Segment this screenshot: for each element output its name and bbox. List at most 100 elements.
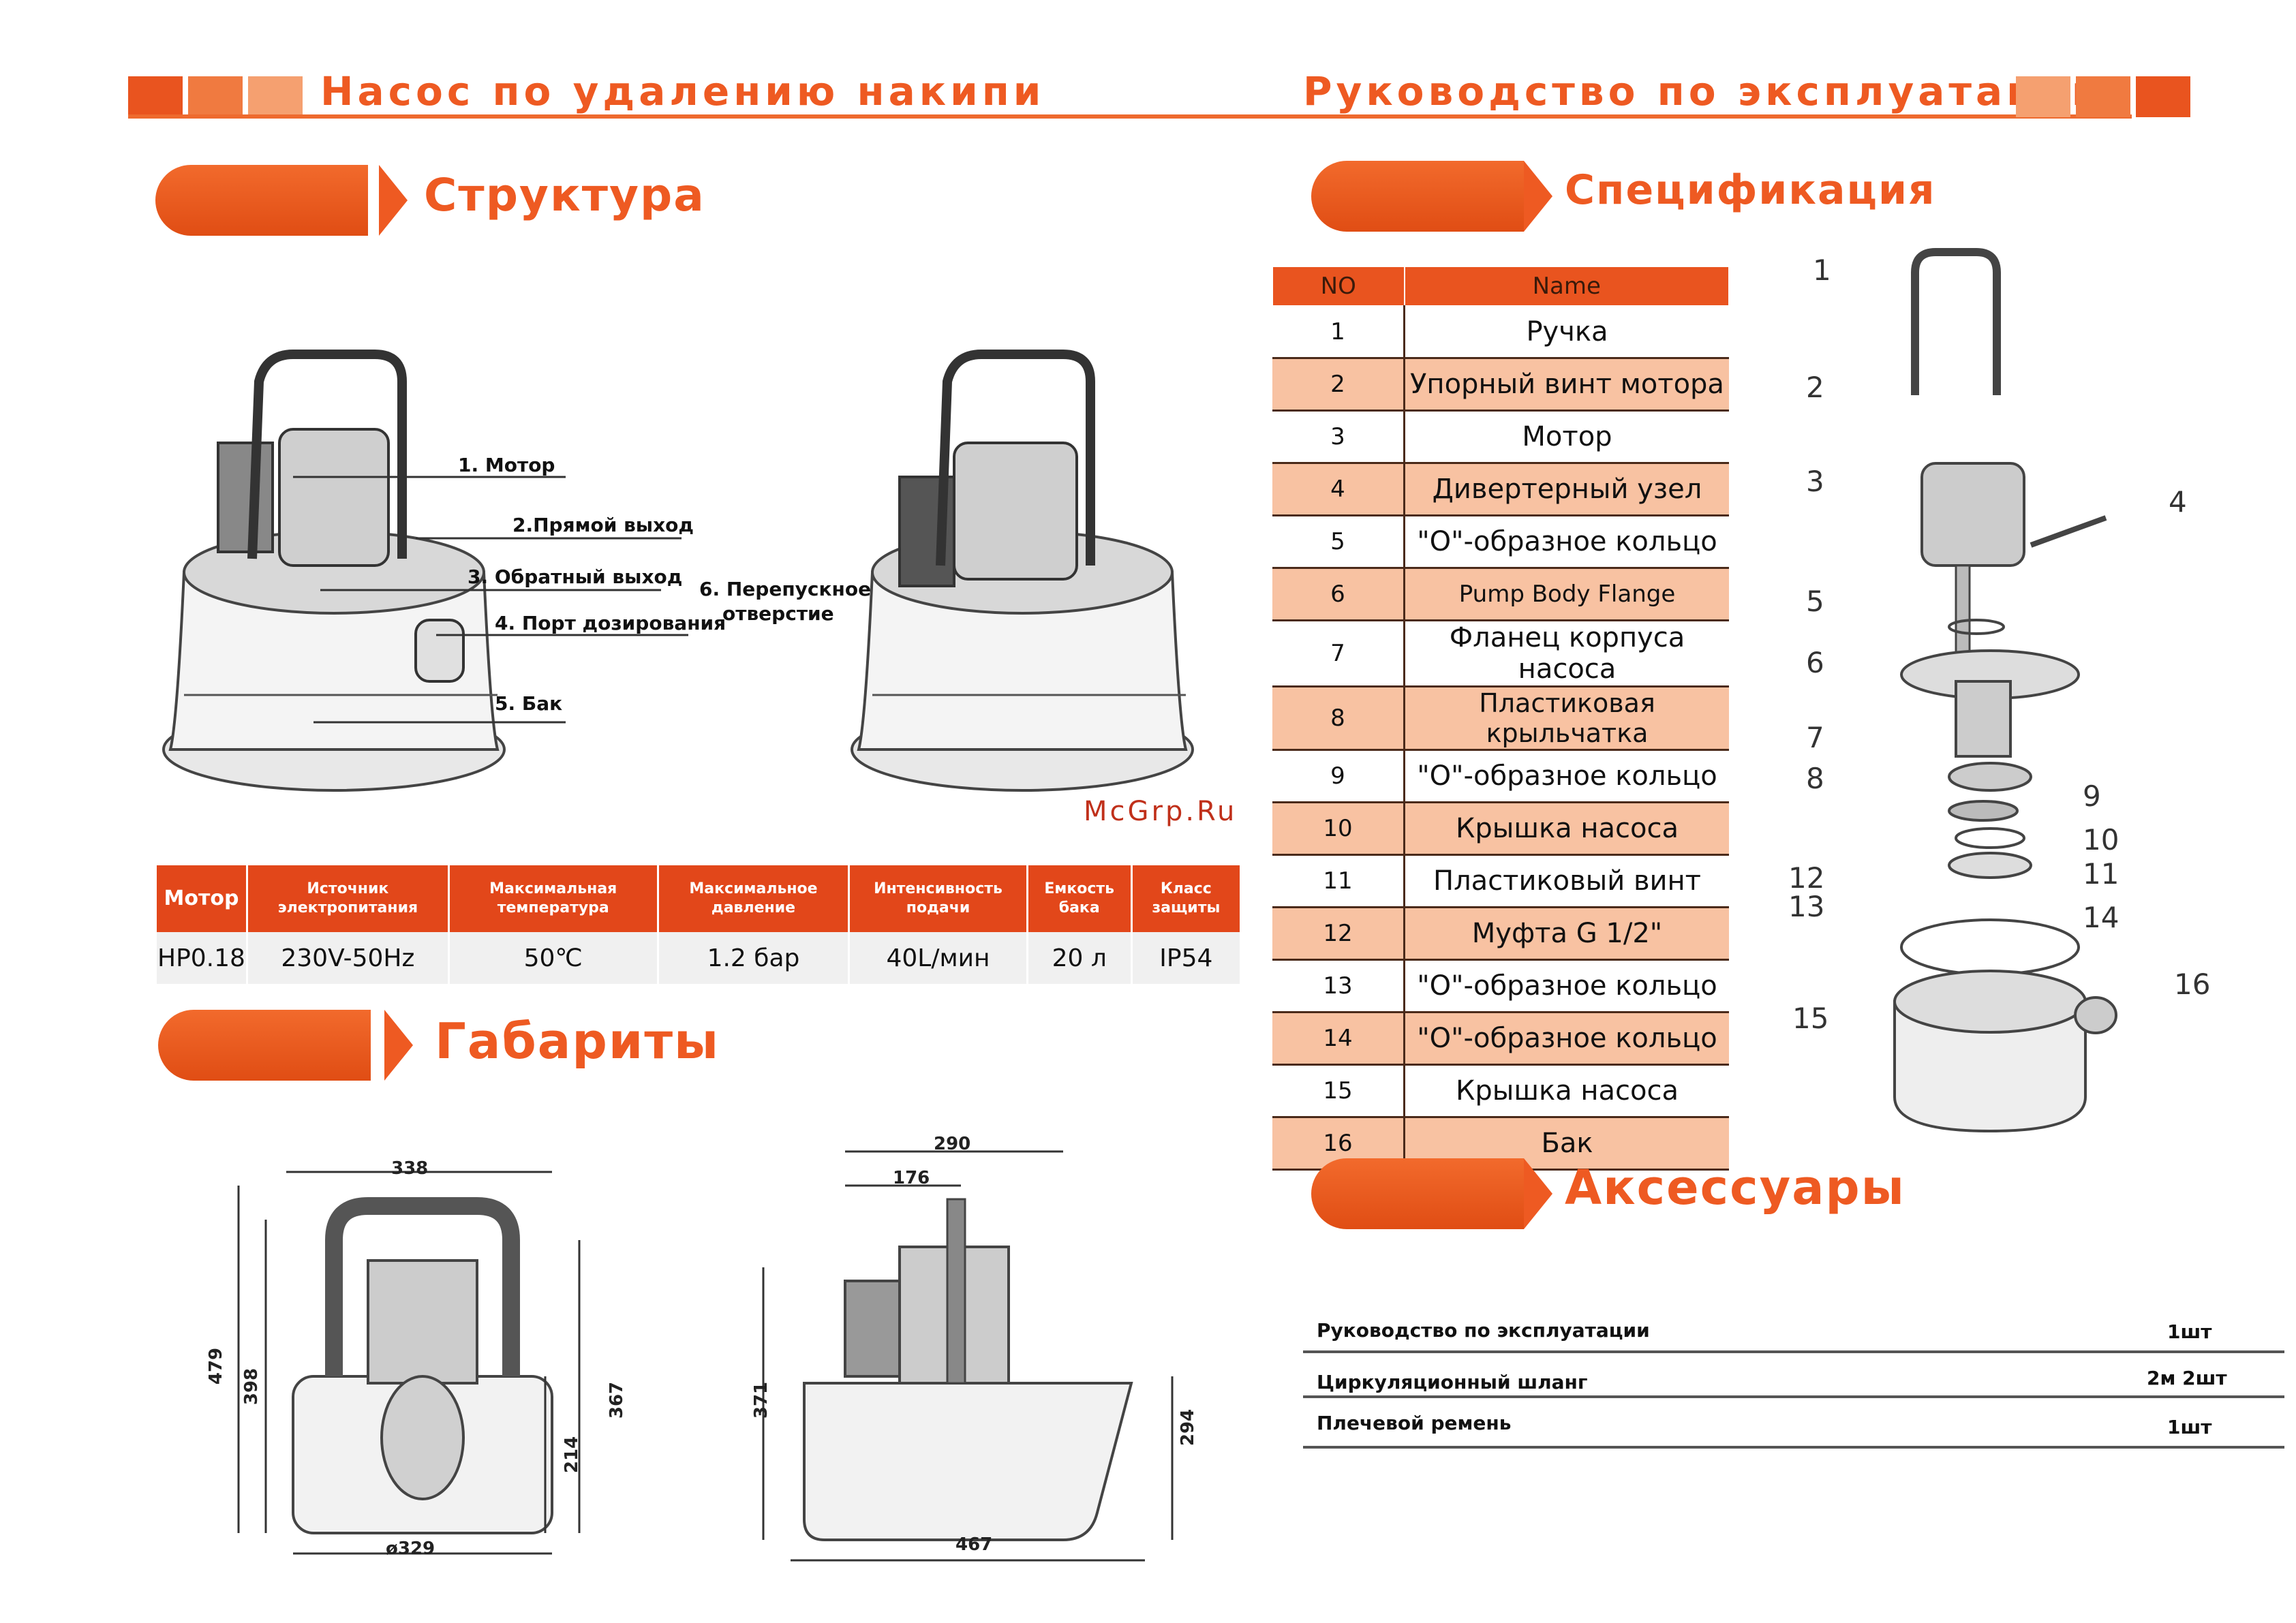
accessory-qty: 1шт	[2167, 1416, 2212, 1438]
exploded-number: 14	[2083, 901, 2119, 934]
dim-side-height-1: 371	[751, 1381, 772, 1419]
param-value: 40L/мин	[848, 932, 1028, 984]
spec-name: Пластиковая крыльчатка	[1404, 686, 1729, 751]
spec-header-row: NO Name	[1272, 266, 1730, 307]
param-header: Емкость бака	[1027, 865, 1133, 932]
table-row: 9"О"-образное кольцо	[1272, 749, 1729, 803]
accessory-divider	[1303, 1350, 2284, 1353]
spec-name: Фланец корпуса насоса	[1404, 620, 1729, 687]
spec-no: 14	[1272, 1012, 1405, 1066]
pump-illustration-back	[851, 350, 1194, 792]
spec-name: Пластиковый винт	[1404, 854, 1729, 908]
spec-name: Дивертерный узел	[1404, 463, 1729, 516]
structure-leader-lines	[293, 476, 688, 724]
spec-no: 4	[1272, 463, 1405, 516]
pump-illustration-front	[162, 350, 506, 792]
section-pill	[1311, 161, 1524, 232]
exploded-number: 15	[1792, 1002, 1829, 1035]
spec-name: Pump Body Flange	[1404, 568, 1729, 621]
spec-name: Муфта G 1/2"	[1404, 907, 1729, 961]
dim-side-width-top: 290	[934, 1134, 971, 1154]
exploded-number: 6	[1806, 646, 1824, 679]
section-pill	[155, 165, 368, 236]
param-value: 50℃	[448, 932, 659, 984]
param-value: IP54	[1131, 932, 1242, 984]
exploded-number: 13	[1788, 890, 1825, 923]
accessory-name: Плечевой ремень	[1317, 1412, 1512, 1434]
exploded-number: 4	[2169, 485, 2187, 519]
spec-no: 12	[1272, 907, 1405, 961]
spec-no: 11	[1272, 854, 1405, 908]
spec-no: 10	[1272, 802, 1405, 856]
header-deco-square	[2016, 76, 2070, 117]
spec-no: 13	[1272, 959, 1405, 1013]
exploded-number: 10	[2083, 823, 2119, 856]
param-header: Максимальная температура	[448, 865, 659, 932]
dim-front-height-2: 398	[241, 1367, 262, 1406]
spec-name: "О"-образное кольцо	[1404, 1012, 1729, 1066]
accessory-qty: 1шт	[2167, 1320, 2212, 1343]
exploded-number: 8	[1806, 762, 1824, 795]
header-deco-square	[248, 76, 303, 117]
spec-name: "О"-образное кольцо	[1404, 749, 1729, 803]
spec-no: 8	[1272, 686, 1405, 751]
header-deco-square	[2136, 76, 2190, 117]
accessory-name: Руководство по эксплуатации	[1317, 1319, 1650, 1342]
structure-label-return-outlet: 3. Обратный выход	[468, 566, 683, 588]
param-header: Мотор	[157, 865, 248, 932]
spec-name: Упорный винт мотора	[1404, 358, 1729, 412]
header-deco-square	[128, 76, 183, 117]
dimension-drawing-side	[762, 1150, 1174, 1562]
exploded-number: 9	[2083, 779, 2101, 813]
spec-name: "О"-образное кольцо	[1404, 959, 1729, 1013]
header-right-title: Руководство по эксплуатации	[1303, 68, 2104, 114]
exploded-number: 2	[1806, 371, 1824, 404]
param-header: Класс защиты	[1131, 865, 1242, 932]
structure-label-motor: 1. Мотор	[458, 454, 555, 476]
dimension-drawing-front	[237, 1171, 581, 1555]
header-line	[128, 114, 2132, 119]
spec-name: Крышка насоса	[1404, 1064, 1729, 1118]
spec-name: Ручка	[1404, 306, 1729, 359]
section-pill	[158, 1010, 371, 1081]
structure-label-bypass: 6. Перепускное	[699, 578, 872, 600]
section-title-specification: Спецификация	[1565, 166, 1936, 214]
table-row: 14"О"-образное кольцо	[1272, 1012, 1729, 1066]
param-header: Источник электропитания	[247, 865, 450, 932]
section-title-structure: Структура	[424, 169, 705, 221]
param-value: 1.2 бар	[658, 932, 851, 984]
dim-front-height-3: 367	[607, 1381, 628, 1419]
dim-side-width-bottom: 467	[955, 1534, 993, 1555]
accessory-divider	[1303, 1446, 2284, 1449]
param-header: Максимальное давление	[658, 865, 851, 932]
header-deco-square	[188, 76, 243, 117]
parameters-table: Мотор Источник электропитания Максимальн…	[157, 865, 1242, 984]
dim-side-width-2: 176	[893, 1168, 930, 1188]
spec-name: "О"-образное кольцо	[1404, 515, 1729, 569]
chevron-right-icon	[1524, 1158, 1552, 1229]
spec-name: Бак	[1404, 1117, 1729, 1171]
chevron-right-icon	[379, 165, 408, 236]
structure-label-bypass-2: отверстие	[722, 602, 834, 625]
spec-no: 1	[1272, 306, 1405, 359]
exploded-number: 12	[1788, 861, 1825, 895]
section-pill	[1311, 1158, 1524, 1229]
dim-front-height-total: 479	[206, 1347, 227, 1385]
table-row: 13"О"-образное кольцо	[1272, 959, 1729, 1013]
dim-front-diameter: ø329	[386, 1539, 435, 1559]
spec-no: 2	[1272, 358, 1405, 412]
exploded-view-drawing	[1893, 248, 2117, 1133]
chevron-right-icon	[384, 1010, 413, 1081]
table-row: 5"О"-образное кольцо	[1272, 515, 1729, 569]
accessory-name: Циркуляционный шланг	[1317, 1371, 1588, 1393]
header-deco-square	[2076, 76, 2130, 117]
